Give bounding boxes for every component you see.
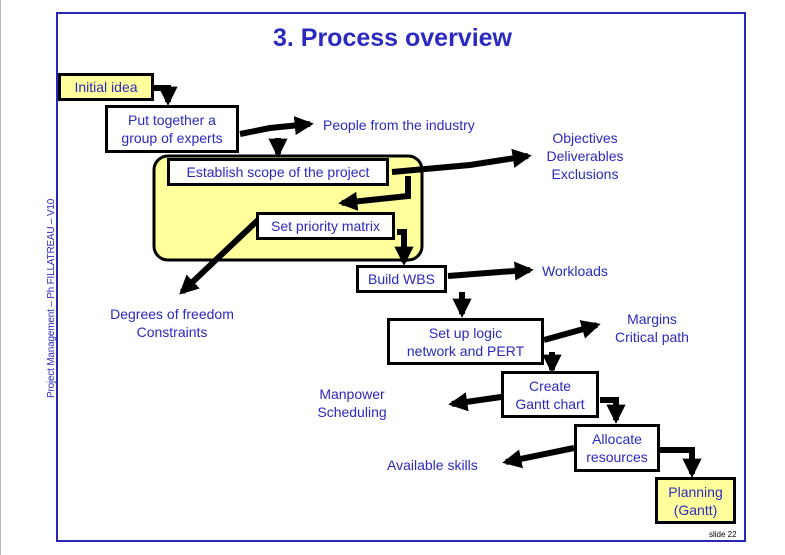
step-priority-label: Set priority matrix — [271, 218, 380, 234]
arrow-gantt-to-manpower — [448, 392, 509, 412]
output-margins-critical-path: Margins Critical path — [615, 311, 689, 345]
page-left-rule — [0, 0, 1, 555]
step-establish-scope: Establish scope of the project — [167, 158, 389, 186]
arrow-logic-to-margins — [543, 320, 601, 343]
step-create-gantt-chart: Create Gantt chart — [501, 371, 599, 418]
step-build-wbs: Build WBS — [356, 265, 447, 293]
arrow-allocate-to-planning — [660, 447, 702, 478]
arrow-gantt-to-allocate — [600, 397, 626, 424]
step-planning-gantt: Planning (Gantt) — [655, 477, 736, 524]
step-logic-network-pert: Set up logic network and PERT — [387, 318, 544, 365]
step-experts-label: Put together a group of experts — [121, 112, 223, 146]
output-objectives-deliverables: Objectives Deliverables Exclusions — [546, 130, 624, 182]
arrow-allocate-to-skills — [502, 445, 575, 469]
step-initial-idea: Initial idea — [58, 73, 154, 101]
arrow-experts-to-people — [239, 115, 314, 137]
output-available-skills: Available skills — [387, 457, 478, 473]
arrow-wbs-to-workloads — [447, 261, 534, 281]
step-scope-label: Establish scope of the project — [186, 164, 370, 180]
arrow-scope-to-objectives — [391, 148, 532, 175]
output-people-from-industry: People from the industry — [323, 117, 475, 133]
output-workloads: Workloads — [542, 263, 608, 279]
arrow-idea-to-experts — [154, 85, 178, 106]
output-degrees-of-freedom: Degrees of freedom Constraints — [110, 306, 234, 340]
step-set-priority-matrix: Set priority matrix — [256, 212, 395, 240]
arrow-priority-to-freedom — [179, 217, 261, 295]
arrow-scope-to-priority — [338, 176, 411, 211]
slide-title: 3. Process overview — [272, 24, 513, 52]
step-put-together-experts: Put together a group of experts — [105, 105, 239, 153]
slide-frame — [56, 12, 746, 542]
slide-number: slide 22 — [709, 530, 737, 539]
step-allocate-label: Allocate resources — [586, 431, 648, 465]
step-allocate-resources: Allocate resources — [574, 424, 660, 472]
step-initial-idea-label: Initial idea — [74, 79, 138, 95]
step-planning-label: Planning (Gantt) — [668, 483, 723, 518]
step-logic-label: Set up logic network and PERT — [406, 324, 525, 359]
step-wbs-label: Build WBS — [368, 271, 435, 287]
step-gantt-label: Create Gantt chart — [515, 377, 585, 412]
arrow-priority-to-wbs — [394, 229, 414, 266]
output-manpower-scheduling: Manpower Scheduling — [317, 386, 387, 420]
